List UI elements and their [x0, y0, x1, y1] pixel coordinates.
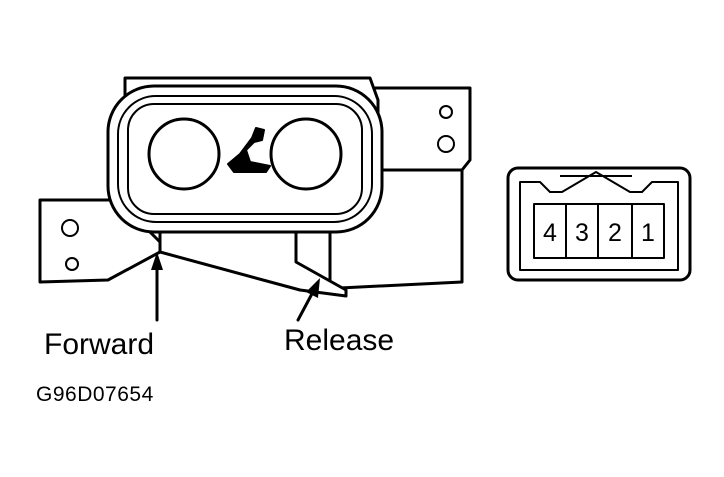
- switch-knob-inner: [127, 103, 363, 215]
- connector: [506, 166, 692, 282]
- seat-icon: [227, 127, 271, 173]
- forward-label: Forward: [44, 328, 155, 361]
- release-label: Release: [284, 324, 395, 357]
- connector-pin-4: 4: [543, 219, 557, 247]
- connector-pin-2: 2: [608, 219, 622, 247]
- figure-code: G96D07654: [36, 383, 154, 406]
- bracket-hole: [61, 219, 79, 237]
- bracket-hole: [437, 135, 455, 153]
- release-arrow: [296, 278, 320, 322]
- switch-button-left: [147, 117, 221, 191]
- bracket-hole: [65, 257, 79, 271]
- forward-arrow: [151, 252, 163, 322]
- switch-button-right: [269, 117, 343, 191]
- connector-pin-3: 3: [575, 219, 589, 247]
- connector-pin-1: 1: [641, 219, 655, 247]
- switch-knob-middle: [117, 95, 373, 223]
- bracket-hole: [439, 105, 453, 119]
